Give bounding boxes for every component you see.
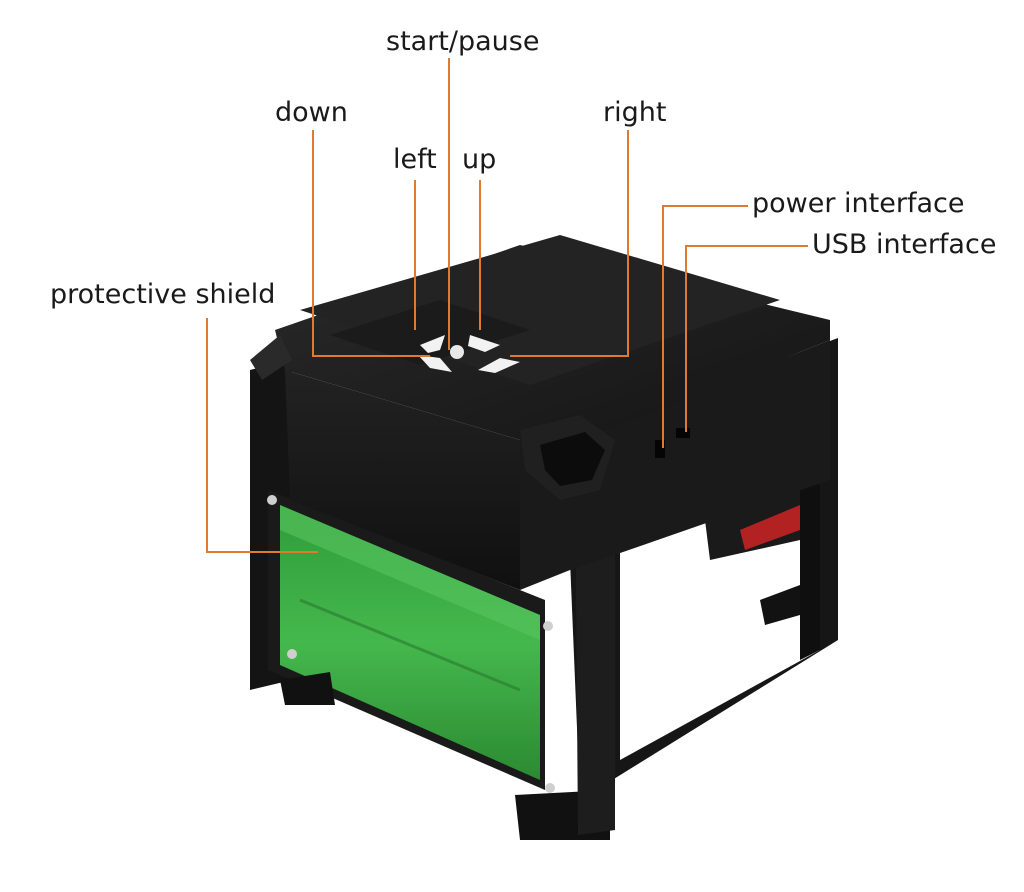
- screw-icon: [543, 621, 553, 631]
- screw-icon: [287, 649, 297, 659]
- leader-protective-shield: [206, 318, 318, 553]
- label-power-interface: power interface: [752, 188, 965, 219]
- screw-icon: [267, 495, 277, 505]
- leader-lines: [206, 58, 808, 553]
- label-left: left: [393, 144, 437, 175]
- label-usb-interface: USB interface: [812, 229, 997, 260]
- machine-body: [250, 235, 830, 590]
- directional-pad-icon: [418, 335, 520, 373]
- protective-shield-panel: [250, 360, 615, 840]
- label-protective-shield: protective shield: [50, 279, 276, 310]
- leader-usb-interface: [685, 245, 808, 432]
- label-right: right: [603, 97, 667, 128]
- label-down: down: [275, 97, 348, 128]
- label-up: up: [462, 144, 497, 175]
- leader-right: [510, 130, 629, 357]
- leader-power-interface: [662, 205, 748, 448]
- screw-icon: [545, 783, 555, 793]
- label-start-pause: start/pause: [386, 26, 540, 57]
- leader-down: [312, 130, 430, 357]
